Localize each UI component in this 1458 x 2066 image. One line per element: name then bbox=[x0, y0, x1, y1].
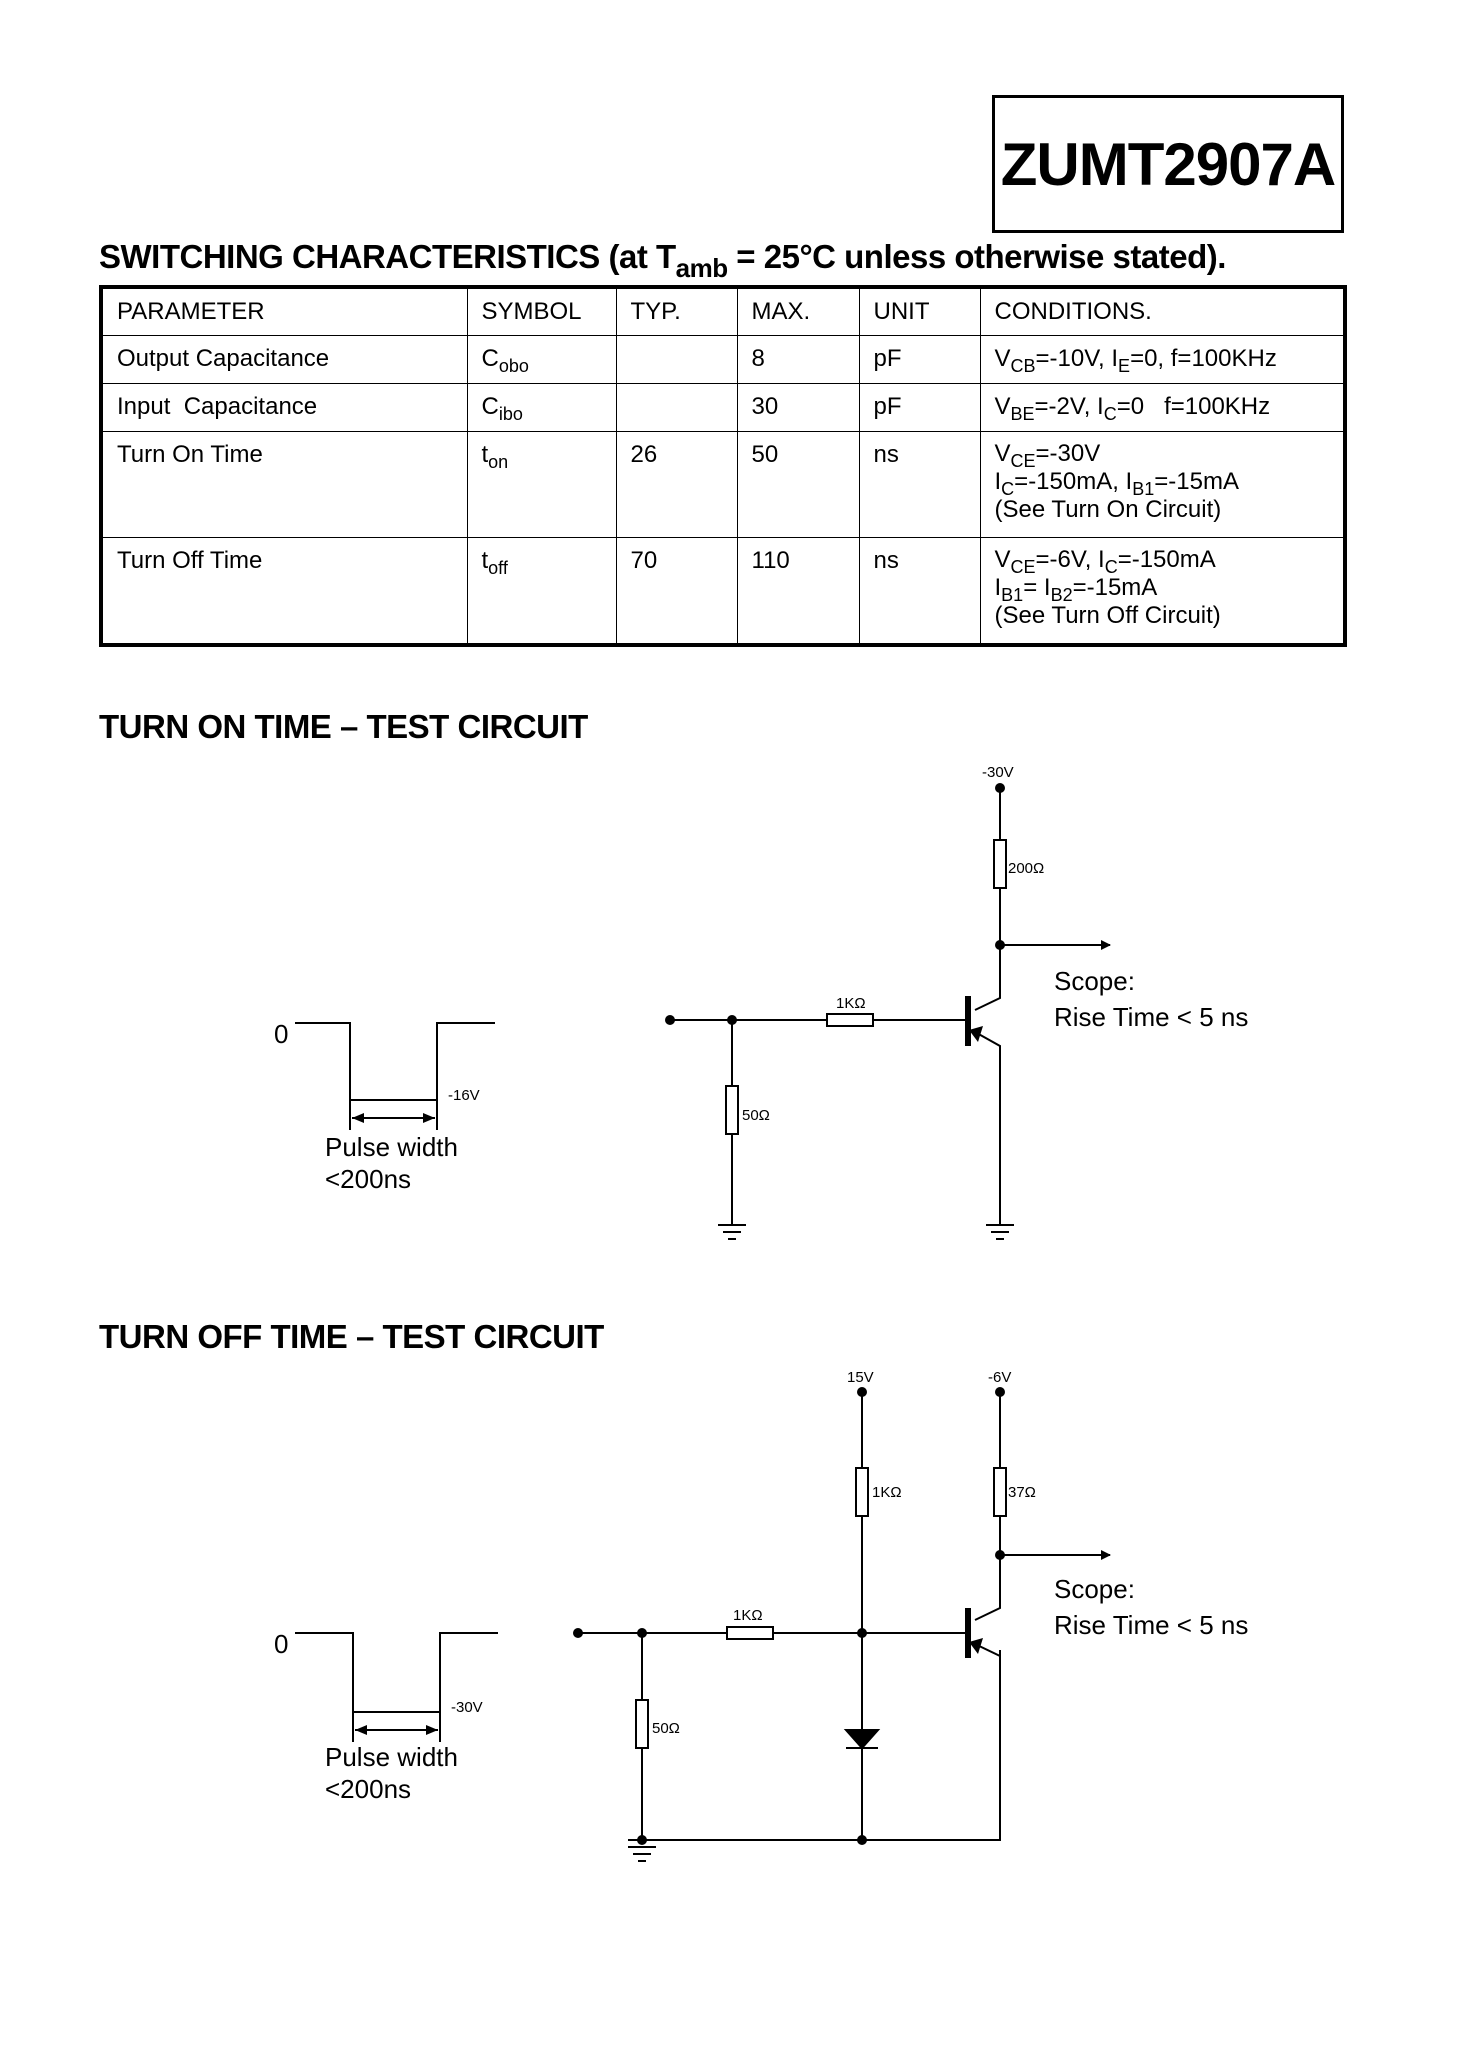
pulse-waveform bbox=[295, 1022, 495, 1101]
base-resistor-label: 1KΩ bbox=[836, 995, 866, 1012]
cell-conditions: VCE=-30V IC=-150mA, IB1=-15mA (See Turn … bbox=[979, 431, 1346, 538]
switching-characteristics-table: PARAMETER SYMBOL TYP. MAX. UNIT CONDITIO… bbox=[99, 285, 1347, 647]
scope-label: Scope: bbox=[1054, 1574, 1135, 1604]
cell-parameter: Input Capacitance bbox=[100, 383, 468, 432]
base-supply-label: 15V bbox=[847, 1369, 874, 1386]
collector-resistor-label: 200Ω bbox=[1008, 860, 1044, 877]
turn-on-test-circuit: 0 -16V Pulse width <200ns -30V 200Ω 1KΩ … bbox=[274, 764, 1248, 1240]
pulse-width-label: Pulse width bbox=[325, 1132, 458, 1162]
pulse-level-label: -16V bbox=[448, 1087, 480, 1104]
cell-max: 30 bbox=[736, 383, 860, 432]
scope-rise-time: Rise Time < 5 ns bbox=[1054, 1610, 1248, 1640]
shunt-resistor-label: 50Ω bbox=[652, 1720, 680, 1737]
header-conditions: CONDITIONS. bbox=[979, 286, 1346, 336]
turn-off-test-circuit: 0 -30V Pulse width <200ns 15V -6V 1KΩ 37… bbox=[274, 1369, 1248, 1862]
resistor-1k-base bbox=[726, 1626, 774, 1640]
header-parameter: PARAMETER bbox=[100, 286, 468, 336]
cell-unit: ns bbox=[858, 537, 981, 645]
cell-unit: pF bbox=[858, 335, 981, 384]
cell-parameter: Output Capacitance bbox=[100, 335, 468, 384]
supply-label: -30V bbox=[982, 764, 1014, 781]
ground-symbol bbox=[628, 1839, 656, 1862]
cell-conditions: VBE=-2V, IC=0 f=100KHz bbox=[979, 383, 1346, 432]
pulse-width-value: <200ns bbox=[325, 1164, 411, 1194]
part-number-box: ZUMT2907A bbox=[992, 95, 1344, 233]
part-number: ZUMT2907A bbox=[1000, 130, 1336, 198]
cell-unit: pF bbox=[858, 383, 981, 432]
switching-characteristics-title: SWITCHING CHARACTERISTICS (at Tamb = 25°… bbox=[99, 238, 1226, 283]
pulse-width-label: Pulse width bbox=[325, 1742, 458, 1772]
table-row: Input Capacitance Cibo 30 pF VBE=-2V, IC… bbox=[100, 383, 1346, 432]
resistor-50-shunt bbox=[635, 1699, 649, 1749]
cell-unit: ns bbox=[858, 431, 981, 538]
cell-parameter: Turn Off Time bbox=[100, 537, 468, 645]
cell-max: 8 bbox=[736, 335, 860, 384]
cell-typ bbox=[615, 383, 738, 432]
turn-on-title: TURN ON TIME – TEST CIRCUIT bbox=[99, 708, 588, 745]
cell-symbol: toff bbox=[466, 537, 617, 645]
turn-off-title: TURN OFF TIME – TEST CIRCUIT bbox=[99, 1318, 604, 1355]
cell-conditions: VCB=-10V, IE=0, f=100KHz bbox=[979, 335, 1346, 384]
pulse-level-label: -30V bbox=[451, 1699, 483, 1716]
ground-symbol bbox=[986, 1224, 1014, 1240]
resistor-1k-bias bbox=[855, 1467, 869, 1517]
pulse-width-dimension bbox=[349, 1100, 438, 1130]
scope-label: Scope: bbox=[1054, 966, 1135, 996]
pulse-waveform bbox=[295, 1632, 498, 1713]
base-resistor-label: 1KΩ bbox=[733, 1607, 763, 1624]
pulse-width-value: <200ns bbox=[325, 1774, 411, 1804]
collector-resistor-label: 37Ω bbox=[1008, 1484, 1036, 1501]
pulse-zero-label: 0 bbox=[274, 1019, 288, 1049]
bias-resistor-label: 1KΩ bbox=[872, 1484, 902, 1501]
cell-symbol: Cibo bbox=[466, 383, 617, 432]
cell-max: 50 bbox=[736, 431, 860, 538]
shunt-resistor-label: 50Ω bbox=[742, 1107, 770, 1124]
cell-symbol: Cobo bbox=[466, 335, 617, 384]
table-row: Turn On Time ton 26 50 ns VCE=-30V IC=-1… bbox=[100, 431, 1346, 538]
collector-supply-label: -6V bbox=[988, 1369, 1011, 1386]
table-row: Turn Off Time toff 70 110 ns VCE=-6V, IC… bbox=[100, 537, 1346, 645]
diode bbox=[843, 1729, 881, 1750]
pulse-zero-label: 0 bbox=[274, 1629, 288, 1659]
cell-conditions: VCE=-6V, IC=-150mA IB1= IB2=-15mA (See T… bbox=[979, 537, 1346, 645]
resistor-37-collector bbox=[993, 1467, 1007, 1517]
ground-symbol bbox=[718, 1224, 746, 1240]
cell-max: 110 bbox=[736, 537, 860, 645]
cell-typ: 26 bbox=[615, 431, 738, 538]
scope-rise-time: Rise Time < 5 ns bbox=[1054, 1002, 1248, 1032]
header-max: MAX. bbox=[736, 286, 860, 336]
pulse-width-dimension bbox=[352, 1712, 441, 1742]
cell-symbol: ton bbox=[466, 431, 617, 538]
cell-typ: 70 bbox=[615, 537, 738, 645]
